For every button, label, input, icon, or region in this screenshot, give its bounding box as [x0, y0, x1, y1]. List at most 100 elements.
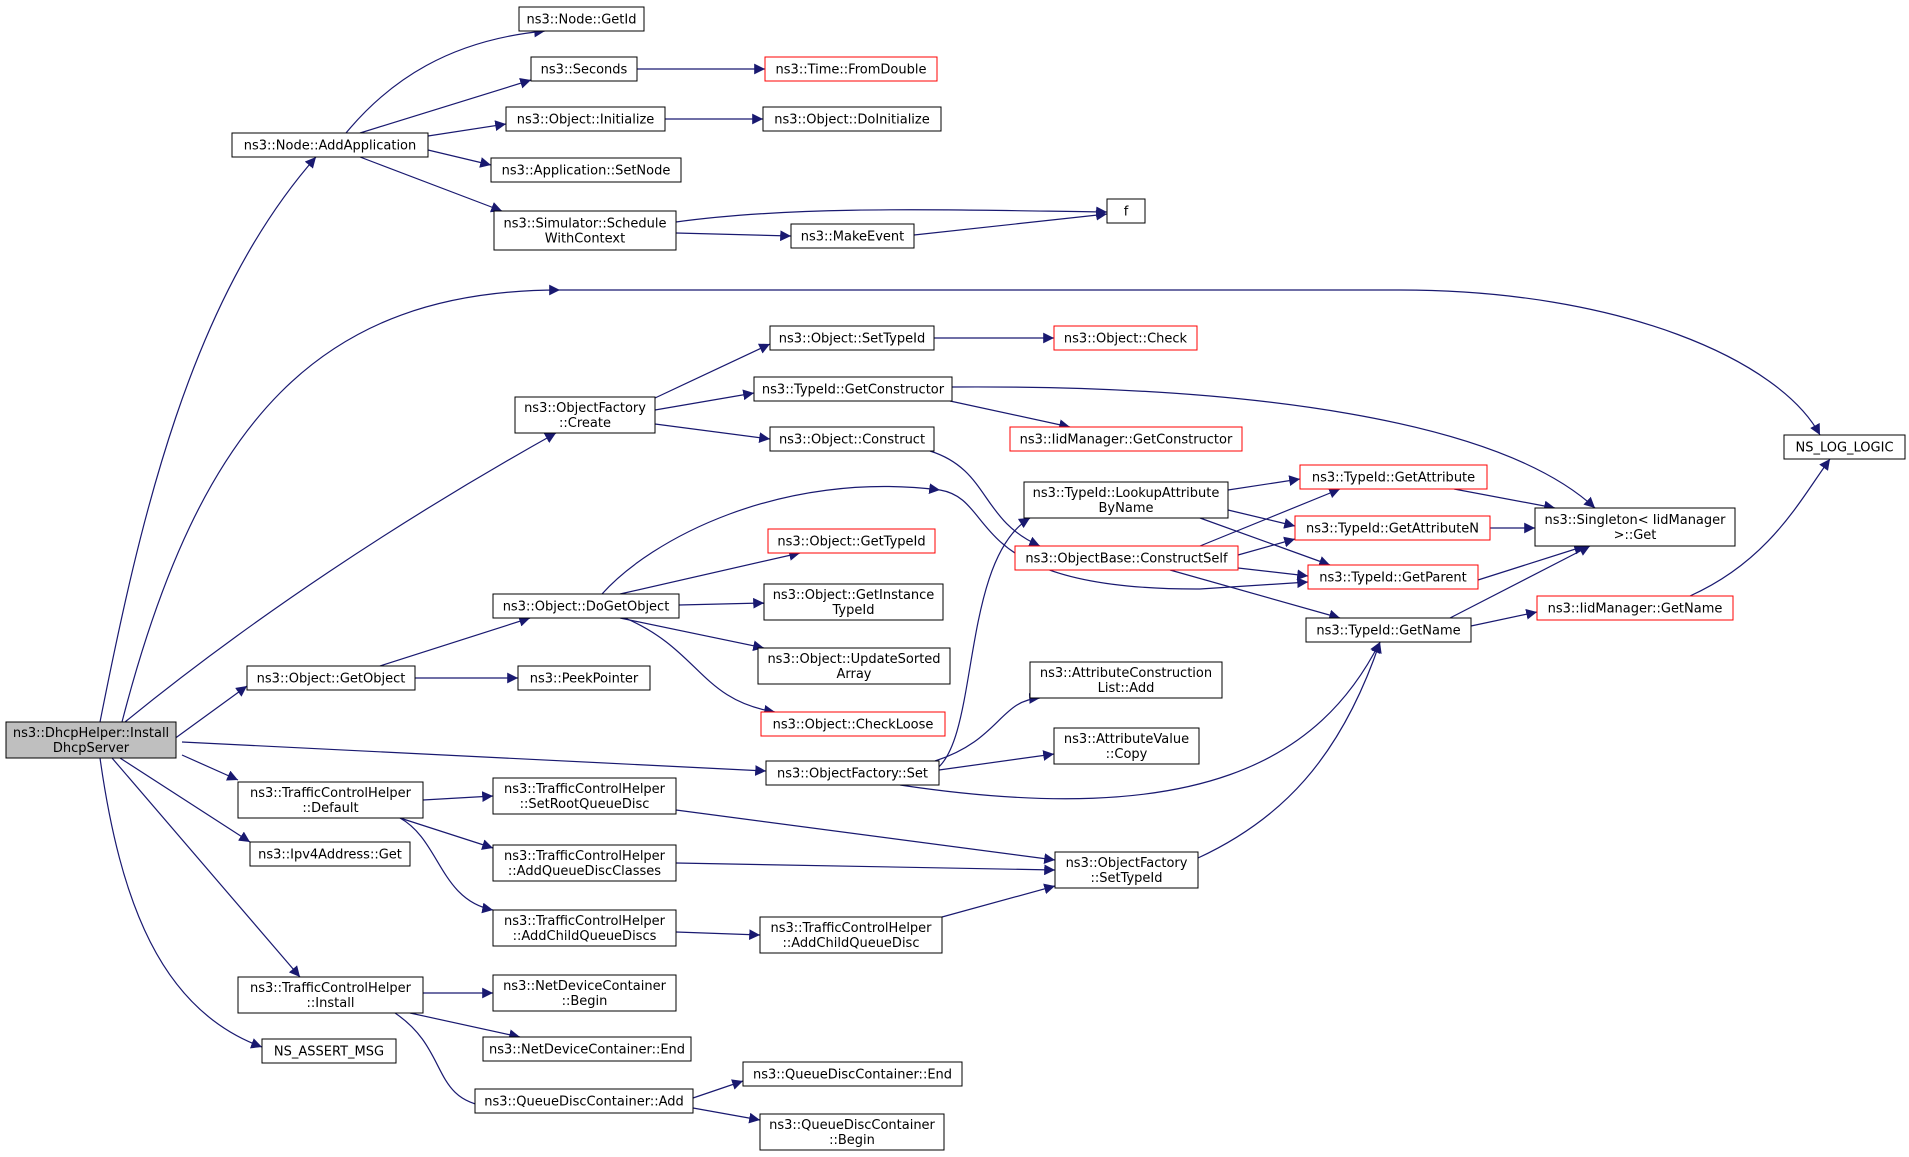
node-nsassert[interactable]: NS_ASSERT_MSG [261, 1038, 397, 1064]
node-box [5, 721, 177, 759]
node-qdcbegin[interactable]: ns3::QueueDiscContainer::Begin [759, 1113, 945, 1151]
call-edge [951, 386, 1596, 509]
node-label: ::AddChildQueueDiscs [513, 929, 657, 944]
node-box [492, 844, 677, 882]
call-edge [399, 817, 494, 914]
node-label: List::Add [1098, 681, 1155, 696]
node-box [231, 132, 429, 158]
node-box [1106, 198, 1146, 224]
call-edge [1470, 608, 1538, 627]
node-addapp[interactable]: ns3::Node::AddApplication [231, 132, 429, 158]
node-label: ns3::Object::Initialize [517, 113, 655, 128]
node-label: ns3::Object::Construct [779, 433, 925, 448]
node-ofcreate[interactable]: ns3::ObjectFactory::Create [514, 396, 656, 434]
node-ofset[interactable]: ns3::ObjectFactory::Set [765, 760, 940, 786]
node-box [1783, 434, 1906, 460]
call-edge [359, 156, 503, 213]
node-label: ::Create [559, 416, 611, 431]
node-singleton[interactable]: ns3::Singleton< IidManager>::Get [1534, 507, 1736, 547]
node-getctor[interactable]: ns3::TypeId::GetConstructor [753, 376, 953, 402]
node-f[interactable]: f [1106, 198, 1146, 224]
node-ofsettypeid[interactable]: ns3::ObjectFactory::SetTypeId [1054, 851, 1199, 889]
node-label: ns3::Ipv4Address::Get [258, 848, 402, 863]
node-gettypeid[interactable]: ns3::Object::GetTypeId [767, 528, 936, 554]
node-iidgetname[interactable]: ns3::IidManager::GetName [1536, 595, 1734, 621]
node-getparent[interactable]: ns3::TypeId::GetParent [1307, 564, 1479, 590]
node-setnode[interactable]: ns3::Application::SetNode [490, 157, 682, 183]
node-peekpointer[interactable]: ns3::PeekPointer [517, 665, 651, 691]
node-box [767, 528, 936, 554]
node-constructself[interactable]: ns3::ObjectBase::ConstructSelf [1014, 545, 1239, 571]
node-addchildqd[interactable]: ns3::TrafficControlHelper::AddChildQueue… [759, 916, 943, 954]
node-objcheck[interactable]: ns3::Object::Check [1053, 325, 1198, 351]
call-edge [1453, 488, 1556, 512]
call-edge [427, 120, 507, 137]
call-edge [1199, 488, 1341, 547]
call-edge [1227, 509, 1296, 529]
call-edge [379, 616, 531, 667]
node-box [492, 777, 677, 815]
node-ndcbegin[interactable]: ns3::NetDeviceContainer::Begin [492, 974, 677, 1012]
node-getobject[interactable]: ns3::Object::GetObject [246, 665, 416, 691]
node-label: ::Default [302, 801, 358, 816]
node-attrcopy[interactable]: ns3::AttributeValue::Copy [1053, 727, 1200, 765]
node-addchildqds[interactable]: ns3::TrafficControlHelper::AddChildQueue… [492, 909, 677, 947]
node-box [490, 157, 682, 183]
node-box [493, 210, 677, 251]
node-getid[interactable]: ns3::Node::GetId [518, 6, 645, 32]
node-ipv4get[interactable]: ns3::Ipv4Address::Get [249, 841, 411, 867]
node-box [759, 1113, 945, 1151]
node-makeevent[interactable]: ns3::MakeEvent [790, 223, 915, 249]
node-label: ByName [1099, 501, 1154, 516]
node-qdcadd[interactable]: ns3::QueueDiscContainer::Add [474, 1088, 694, 1114]
node-objinit[interactable]: ns3::Object::Initialize [505, 106, 666, 132]
node-gettypename[interactable]: ns3::TypeId::GetName [1305, 617, 1472, 643]
node-box [1294, 515, 1491, 541]
node-seconds[interactable]: ns3::Seconds [530, 56, 638, 82]
node-label: ns3::Object::DoGetObject [503, 600, 670, 615]
node-doinit[interactable]: ns3::Object::DoInitialize [762, 106, 942, 132]
node-nslog[interactable]: NS_LOG_LOGIC [1783, 434, 1906, 460]
call-edge [1477, 544, 1586, 581]
node-box [1305, 617, 1472, 643]
call-edge [1199, 577, 1309, 590]
node-iidgetctor[interactable]: ns3::IidManager::GetConstructor [1009, 426, 1243, 452]
node-addqdclasses[interactable]: ns3::TrafficControlHelper::AddQueueDiscC… [492, 844, 677, 882]
node-checkloose[interactable]: ns3::Object::CheckLoose [760, 711, 946, 737]
call-edge [394, 1012, 491, 1112]
node-box [1053, 325, 1198, 351]
node-label: ns3::ObjectFactory [524, 401, 646, 416]
node-qdcend[interactable]: ns3::QueueDiscContainer::End [742, 1061, 963, 1087]
call-edge [654, 423, 771, 443]
node-settypeid[interactable]: ns3::Object::SetTypeId [769, 325, 935, 351]
node-construct[interactable]: ns3::Object::Construct [769, 426, 935, 452]
node-box [518, 6, 645, 32]
node-label: ns3::AttributeValue [1064, 732, 1189, 747]
node-tchinstall[interactable]: ns3::TrafficControlHelper::Install [237, 976, 424, 1014]
call-edge [934, 517, 1031, 771]
node-dogetobject[interactable]: ns3::Object::DoGetObject [492, 593, 680, 619]
node-label: ns3::ObjectFactory [1066, 856, 1188, 871]
node-label: NS_ASSERT_MSG [274, 1045, 384, 1060]
node-setrootqd[interactable]: ns3::TrafficControlHelper::SetRootQueueD… [492, 777, 677, 815]
call-edge [624, 617, 776, 716]
node-tchdefault[interactable]: ns3::TrafficControlHelper::Default [237, 781, 424, 819]
call-edge [619, 617, 765, 652]
node-label: ns3::NetDeviceContainer [503, 979, 667, 994]
node-box [246, 665, 416, 691]
node-box [482, 1036, 692, 1062]
node-getattrn[interactable]: ns3::TypeId::GetAttributeN [1294, 515, 1491, 541]
node-getattr[interactable]: ns3::TypeId::GetAttribute [1299, 464, 1488, 490]
node-ndcend[interactable]: ns3::NetDeviceContainer::End [482, 1036, 692, 1062]
call-edge [899, 641, 1381, 800]
node-label: ::SetTypeId [1090, 871, 1162, 886]
node-label: ns3::Seconds [541, 63, 628, 78]
node-box [261, 1038, 397, 1064]
node-fromdouble[interactable]: ns3::Time::FromDouble [764, 56, 938, 82]
